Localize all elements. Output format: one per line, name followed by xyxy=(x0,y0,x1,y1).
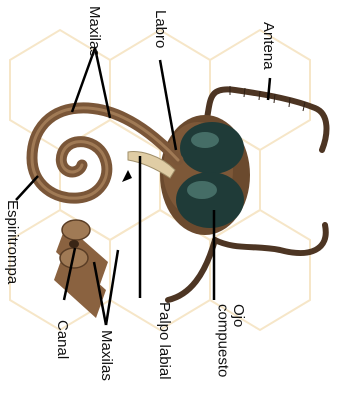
label-palpo-labial: Palpo labial xyxy=(132,302,172,390)
hex-background-pattern xyxy=(10,30,310,330)
proboscis-coil xyxy=(32,108,178,198)
label-ojo-compuesto: Ojo compuesto xyxy=(206,304,246,392)
label-canal: Canal xyxy=(54,320,70,359)
label-maxilas-top: Maxilas xyxy=(86,6,102,57)
label-labro: Labro xyxy=(152,10,168,48)
compound-eye-upper xyxy=(180,122,244,174)
palp-pointer-arrow xyxy=(122,170,132,182)
label-antena: Antena xyxy=(260,22,276,70)
label-espiritrompa: Espiritrompa xyxy=(4,200,20,284)
label-maxilas-bottom: Maxilas xyxy=(98,330,114,381)
compound-eye-lower xyxy=(176,172,244,228)
